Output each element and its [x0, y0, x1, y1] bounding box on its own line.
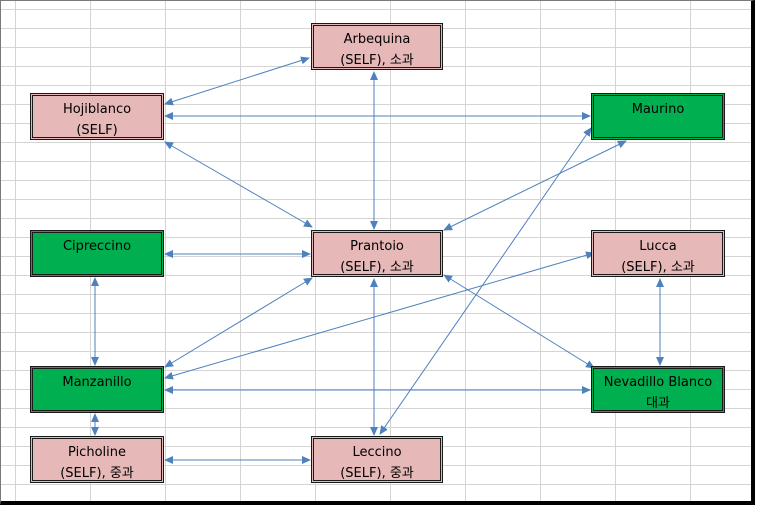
edge-hojiblanco-prantoio	[164, 141, 313, 228]
node-manzanillo-label: Manzanillo	[62, 375, 132, 390]
edge-prantoio-nevadillo	[443, 274, 595, 369]
node-lucca-label: Lucca	[639, 239, 677, 254]
node-leccino-label: Leccino	[352, 445, 402, 460]
node-cipreccino-label: Cipreccino	[62, 239, 132, 254]
node-leccino[interactable]: Leccino (SELF), 중과	[311, 436, 443, 483]
node-nevadillo-blanco-label: Nevadillo Blanco	[603, 375, 713, 390]
node-cipreccino[interactable]: Cipreccino	[30, 230, 164, 277]
node-arbequina-sub: (SELF), 소과	[340, 53, 414, 68]
edge-maurino-prantoio	[443, 140, 627, 231]
node-picholine[interactable]: Picholine (SELF), 중과	[30, 436, 164, 483]
node-arbequina-label: Arbequina	[343, 32, 411, 47]
edge-maurino-leccino	[379, 127, 592, 435]
node-arbequina[interactable]: Arbequina (SELF), 소과	[311, 23, 443, 70]
node-picholine-label: Picholine	[68, 445, 126, 460]
node-picholine-sub: (SELF), 중과	[60, 466, 134, 481]
node-leccino-sub: (SELF), 중과	[340, 466, 414, 481]
node-hojiblanco[interactable]: Hojiblanco (SELF)	[30, 93, 164, 140]
node-lucca[interactable]: Lucca (SELF), 소과	[591, 230, 725, 277]
node-manzanillo[interactable]: Manzanillo	[30, 366, 164, 413]
node-prantoio-label: Prantoio	[350, 239, 404, 254]
node-hojiblanco-label: Hojiblanco	[62, 102, 132, 117]
node-nevadillo-blanco-sub: 대과	[646, 396, 670, 411]
node-prantoio[interactable]: Prantoio (SELF), 소과	[311, 230, 443, 277]
node-prantoio-sub: (SELF), 소과	[340, 260, 414, 275]
edge-prantoio-manzanillo	[164, 277, 313, 368]
edge-hojiblanco-arbequina	[164, 56, 310, 106]
node-hojiblanco-sub: (SELF)	[76, 123, 118, 138]
node-lucca-sub: (SELF), 소과	[621, 260, 695, 275]
node-maurino-label: Maurino	[631, 102, 685, 117]
node-maurino[interactable]: Maurino	[591, 93, 725, 140]
node-nevadillo-blanco[interactable]: Nevadillo Blanco 대과	[591, 366, 725, 413]
